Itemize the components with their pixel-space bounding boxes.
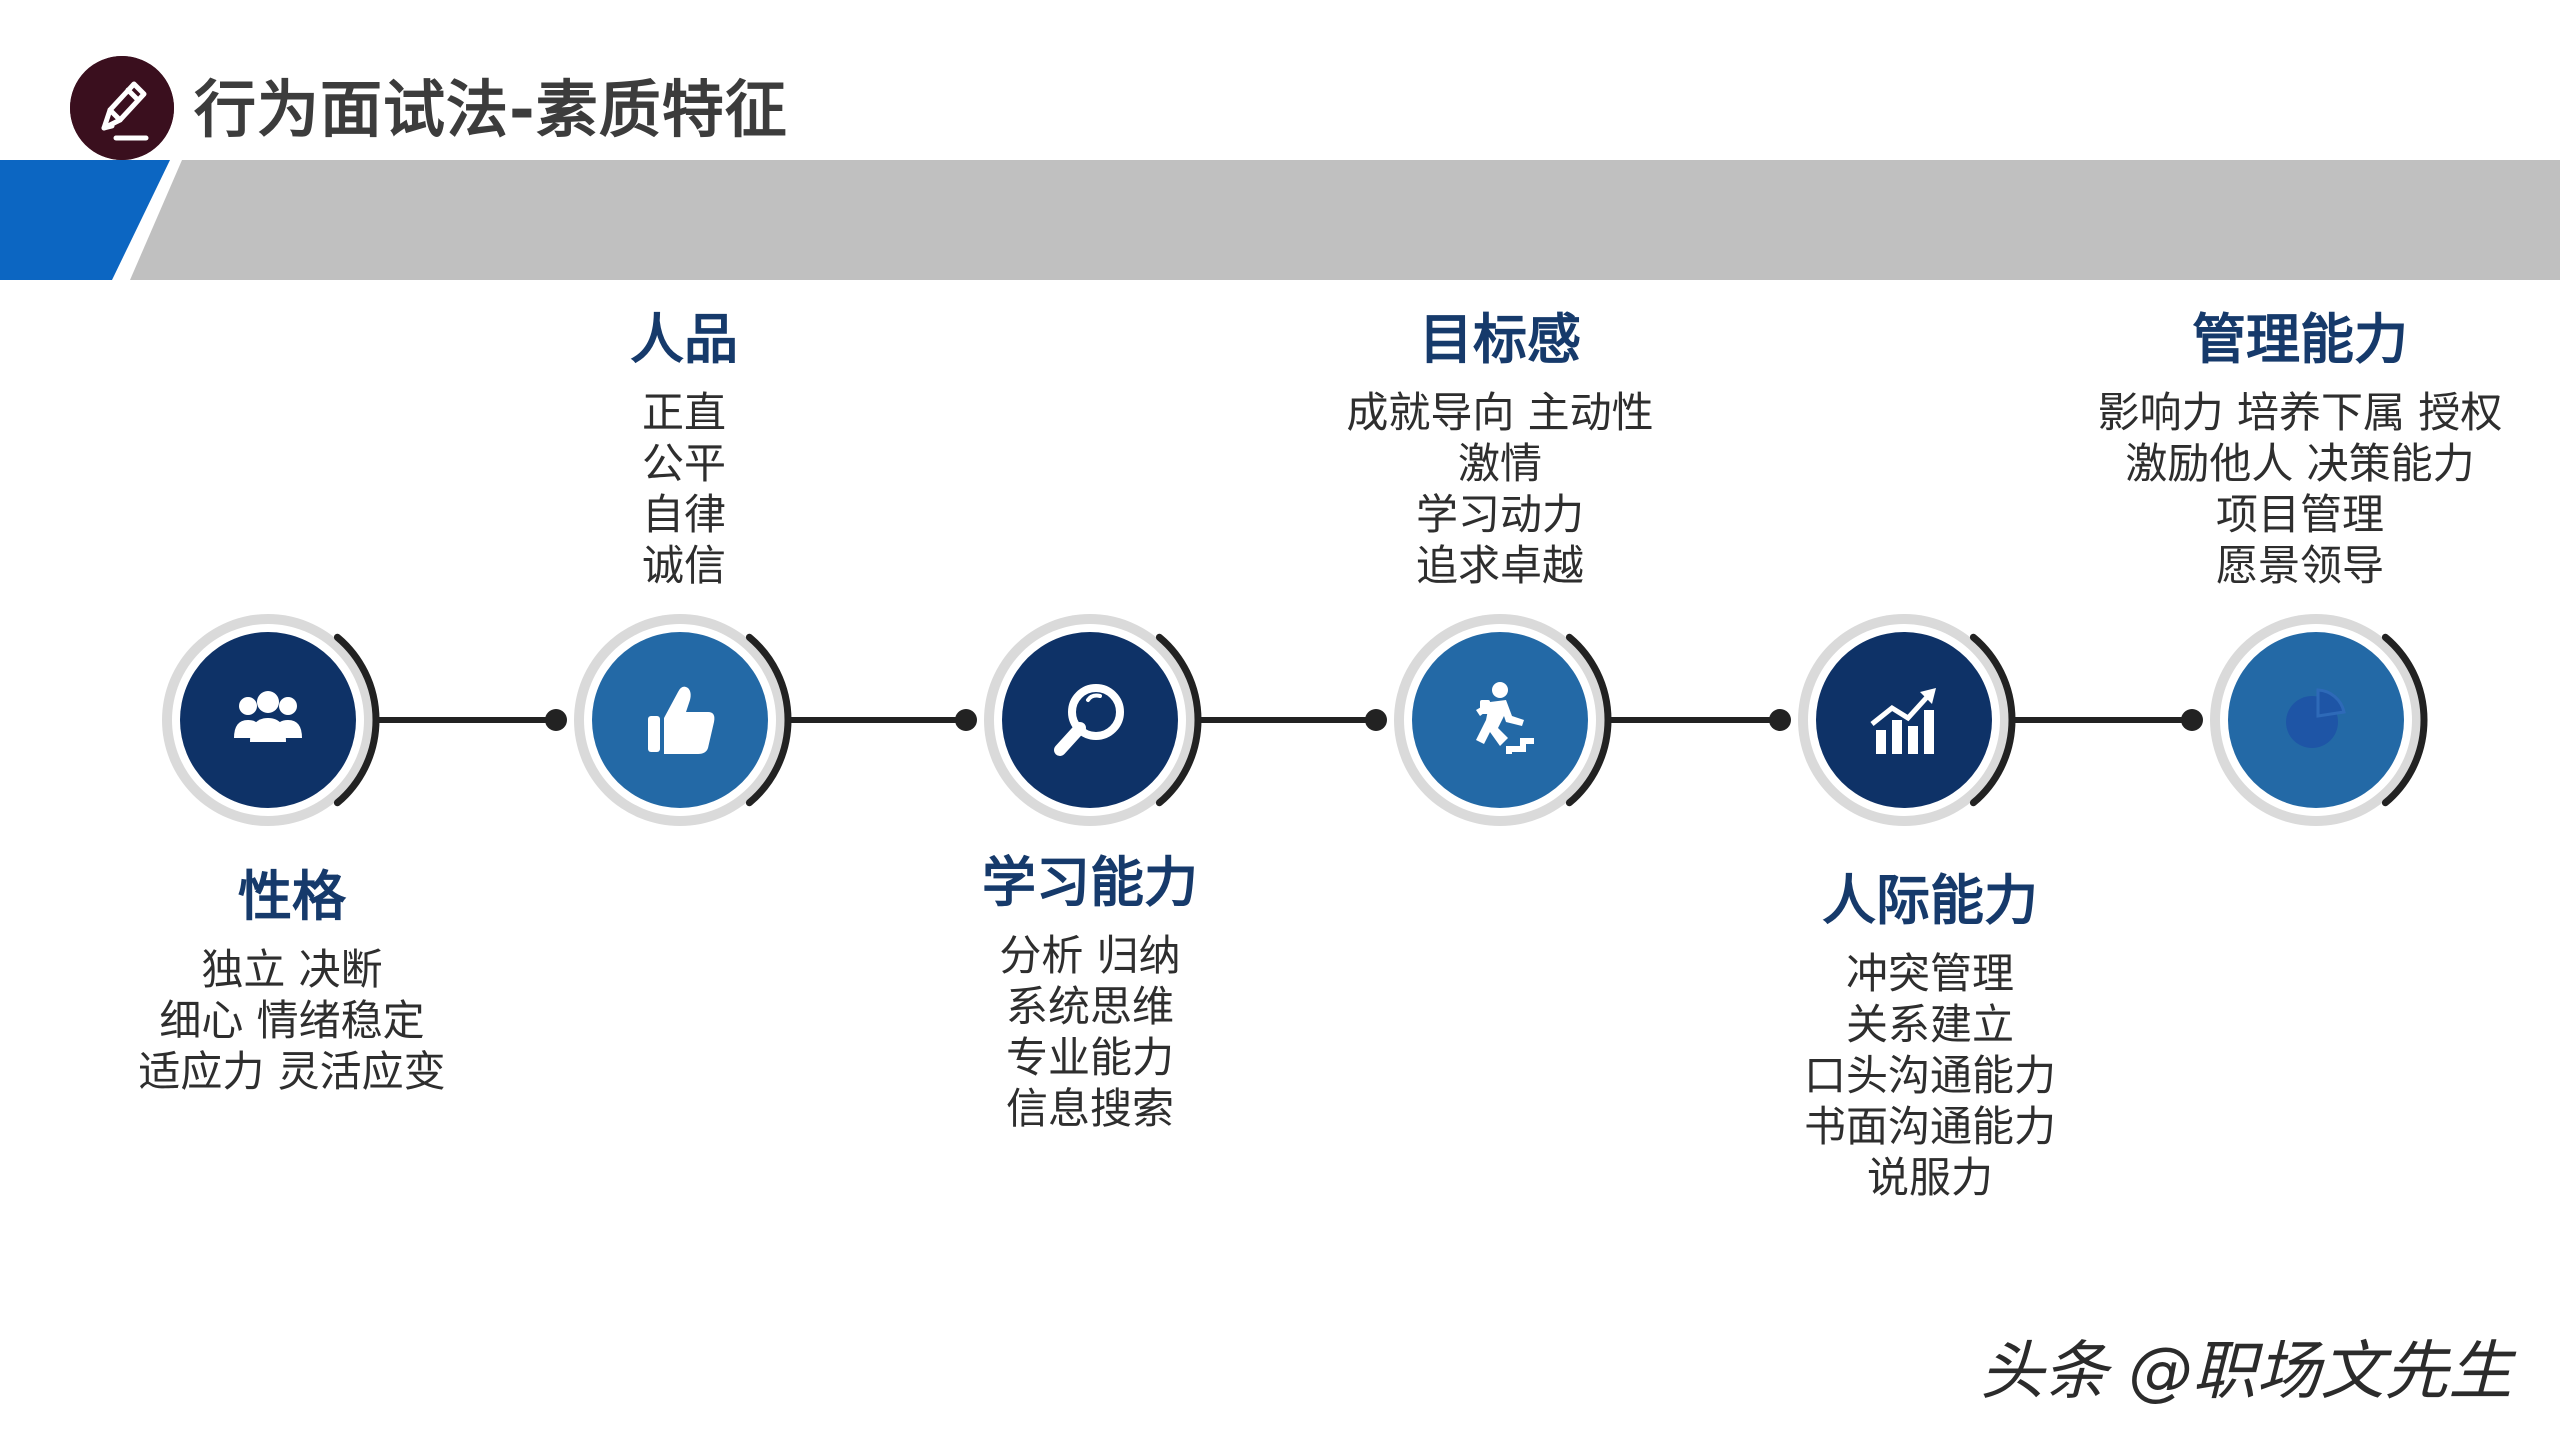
competency-items: 独立 决断 细心 情绪稳定 适应力 灵活应变 [82,944,502,1097]
competency-heading: 人际能力 [1822,869,2038,932]
competency-heading: 管理能力 [2192,308,2408,371]
growth-chart-icon [1844,660,1964,780]
node-arc [1155,633,1202,807]
competency-item: 项目管理 [2215,490,2384,539]
timeline-dot [1365,709,1387,731]
magnifier-icon [1030,660,1150,780]
competency-item: 激情 [1457,439,1542,488]
competency-item: 说服力 [1866,1153,1993,1202]
header-banner [0,160,2560,280]
competency-item: 专业能力 [1005,1033,1174,1082]
competency-items: 分析 归纳 系统思维 专业能力 信息搜索 [880,930,1300,1134]
timeline-dot [1769,709,1791,731]
node-arc [333,633,380,807]
competency-character: 人品 正直 公平 自律 诚信 [474,305,894,591]
competency-item: 书面沟通能力 [1803,1102,2056,1151]
node-circle [1816,632,1992,808]
competency-item: 影响力 培养下属 授权 [2097,388,2503,437]
timeline-dot [955,709,977,731]
node-arc [745,633,792,807]
node-arc [1969,633,2016,807]
competency-item: 分析 归纳 [999,931,1181,980]
competency-item: 系统思维 [1005,982,1174,1031]
competency-item: 适应力 灵活应变 [138,1047,446,1096]
pencil-logo-icon [70,56,174,160]
timeline-dot [545,709,567,731]
competency-item: 追求卓越 [1415,541,1584,590]
competency-item: 激励他人 决策能力 [2125,439,2475,488]
competency-heading: 目标感 [1419,308,1581,371]
competency-management: 管理能力 影响力 培养下属 授权 激励他人 决策能力 项目管理 愿景领导 [2050,305,2550,591]
thumbs-up-icon [620,660,740,780]
competency-item: 愿景领导 [2215,541,2384,590]
competency-items: 冲突管理 关系建立 口头沟通能力 书面沟通能力 说服力 [1720,948,2140,1203]
runner-stairs-icon [1440,660,1560,780]
competency-item: 信息搜索 [1005,1084,1174,1133]
watermark: 头条 @职场文先生 [1980,1335,2513,1409]
node-circle [1002,632,1178,808]
competency-item: 关系建立 [1845,1000,2014,1049]
competency-personality: 性格 独立 决断 细心 情绪稳定 适应力 灵活应变 [82,862,502,1097]
competency-items: 影响力 培养下属 授权 激励他人 决策能力 项目管理 愿景领导 [2050,387,2550,591]
competency-item: 细心 情绪稳定 [159,996,425,1045]
competency-item: 口头沟通能力 [1803,1051,2056,1100]
node-arc [1565,633,1612,807]
competency-interpersonal: 人际能力 冲突管理 关系建立 口头沟通能力 书面沟通能力 说服力 [1720,866,2140,1203]
competency-items: 成就导向 主动性 激情 学习动力 追求卓越 [1290,387,1710,591]
competency-heading: 学习能力 [982,851,1198,914]
page-title: 行为面试法-素质特征 [194,73,788,146]
node-arc [2381,633,2428,807]
competency-item: 自律 [641,490,726,539]
competency-heading: 性格 [238,865,346,928]
timeline [0,600,2560,840]
people-icon [208,660,328,780]
competency-goal: 目标感 成就导向 主动性 激情 学习动力 追求卓越 [1290,305,1710,591]
timeline-dot [2181,709,2203,731]
pie-chart-icon [2256,660,2376,780]
competency-item: 学习动力 [1415,490,1584,539]
competency-item: 公平 [641,439,726,488]
competency-item: 正直 [641,388,726,437]
competency-item: 诚信 [641,541,726,590]
competency-heading: 人品 [630,308,738,371]
competency-item: 冲突管理 [1845,949,2014,998]
competency-item: 独立 决断 [201,945,383,994]
competency-item: 成就导向 主动性 [1346,388,1654,437]
competency-learning: 学习能力 分析 归纳 系统思维 专业能力 信息搜索 [880,848,1300,1134]
competency-items: 正直 公平 自律 诚信 [474,387,894,591]
